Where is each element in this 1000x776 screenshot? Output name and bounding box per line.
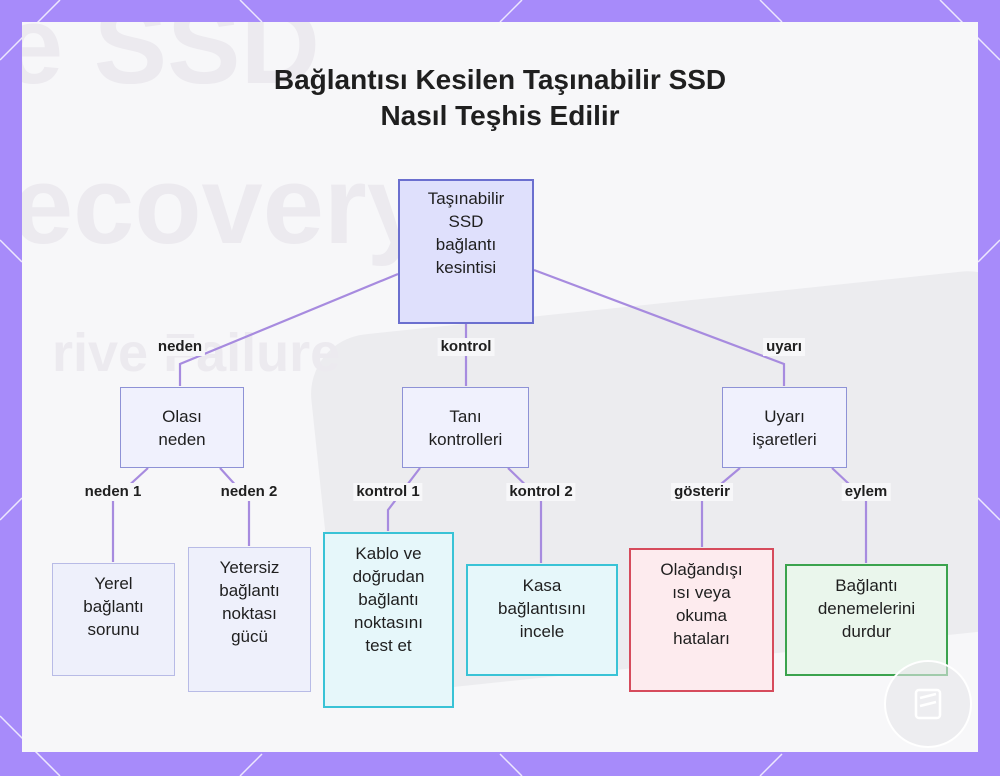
edge-label-neden-2: neden 2 bbox=[217, 483, 281, 501]
node-local-connection-issue: Yerel bağlantı sorunu bbox=[52, 563, 175, 676]
edge-label-uyari: uyarı bbox=[763, 338, 805, 356]
watermark-text: ecovery bbox=[22, 144, 428, 267]
node-label: Kasa bağlantısını incele bbox=[498, 576, 586, 641]
edge-label-eylem: eylem bbox=[841, 483, 891, 501]
title-line: Nasıl Teşhis Edilir bbox=[380, 100, 620, 131]
watermark-text: e SSD bbox=[22, 22, 320, 107]
node-label: Tanı kontrolleri bbox=[428, 406, 503, 449]
title-line: Bağlantısı Kesilen Taşınabilir SSD bbox=[273, 64, 727, 95]
node-label: Bağlantı denemelerini durdur bbox=[817, 576, 916, 641]
edge-checks-check1 bbox=[386, 467, 421, 531]
node-test-cable-and-port: Kablo ve doğrudan bağlantı noktasını tes… bbox=[323, 532, 454, 708]
node-stop-connection-attempts: Bağlantı denemelerini durdur bbox=[785, 564, 948, 676]
node-inspect-enclosure: Kasa bağlantısını incele bbox=[466, 564, 618, 676]
edge-root-warnings bbox=[533, 268, 786, 386]
logo-icon bbox=[914, 688, 942, 720]
edge-label-gosterir: gösterir bbox=[671, 483, 733, 501]
edge-label-neden-1: neden 1 bbox=[81, 483, 145, 501]
node-possible-cause: Olası neden bbox=[120, 387, 244, 468]
node-insufficient-port-power: Yetersiz bağlantı noktası gücü bbox=[188, 547, 311, 692]
node-diagnostic-checks: Tanı kontrolleri bbox=[402, 387, 529, 468]
node-unusual-heat-or-read-errors: Olağandışı ısı veya okuma hataları bbox=[629, 548, 774, 692]
node-warning-signs: Uyarı işaretleri bbox=[722, 387, 847, 468]
edge-warnings-warn1 bbox=[700, 467, 741, 547]
edge-label-kontrol-2: kontrol 2 bbox=[506, 483, 576, 501]
edge-cause-cause2 bbox=[219, 467, 251, 546]
node-label: Uyarı işaretleri bbox=[752, 406, 817, 449]
node-root-label: Taşınabilir SSD bağlantı kesintisi bbox=[427, 189, 505, 277]
node-label: Olası neden bbox=[158, 406, 206, 449]
node-label: Yerel bağlantı sorunu bbox=[83, 574, 144, 639]
node-label: Kablo ve doğrudan bağlantı noktasını tes… bbox=[352, 544, 425, 655]
edge-root-cause bbox=[178, 272, 399, 386]
diagram-title: Bağlantısı Kesilen Taşınabilir SSD Nasıl… bbox=[0, 62, 1000, 134]
node-label: Yetersiz bağlantı noktası gücü bbox=[219, 558, 280, 646]
edge-label-kontrol: kontrol bbox=[437, 338, 495, 356]
logo-badge bbox=[884, 660, 972, 748]
edge-label-kontrol-1: kontrol 1 bbox=[353, 483, 423, 501]
edge-label-neden: neden bbox=[154, 338, 206, 356]
node-root: Taşınabilir SSD bağlantı kesintisi bbox=[398, 179, 534, 324]
node-label: Olağandışı ısı veya okuma hataları bbox=[660, 560, 743, 648]
